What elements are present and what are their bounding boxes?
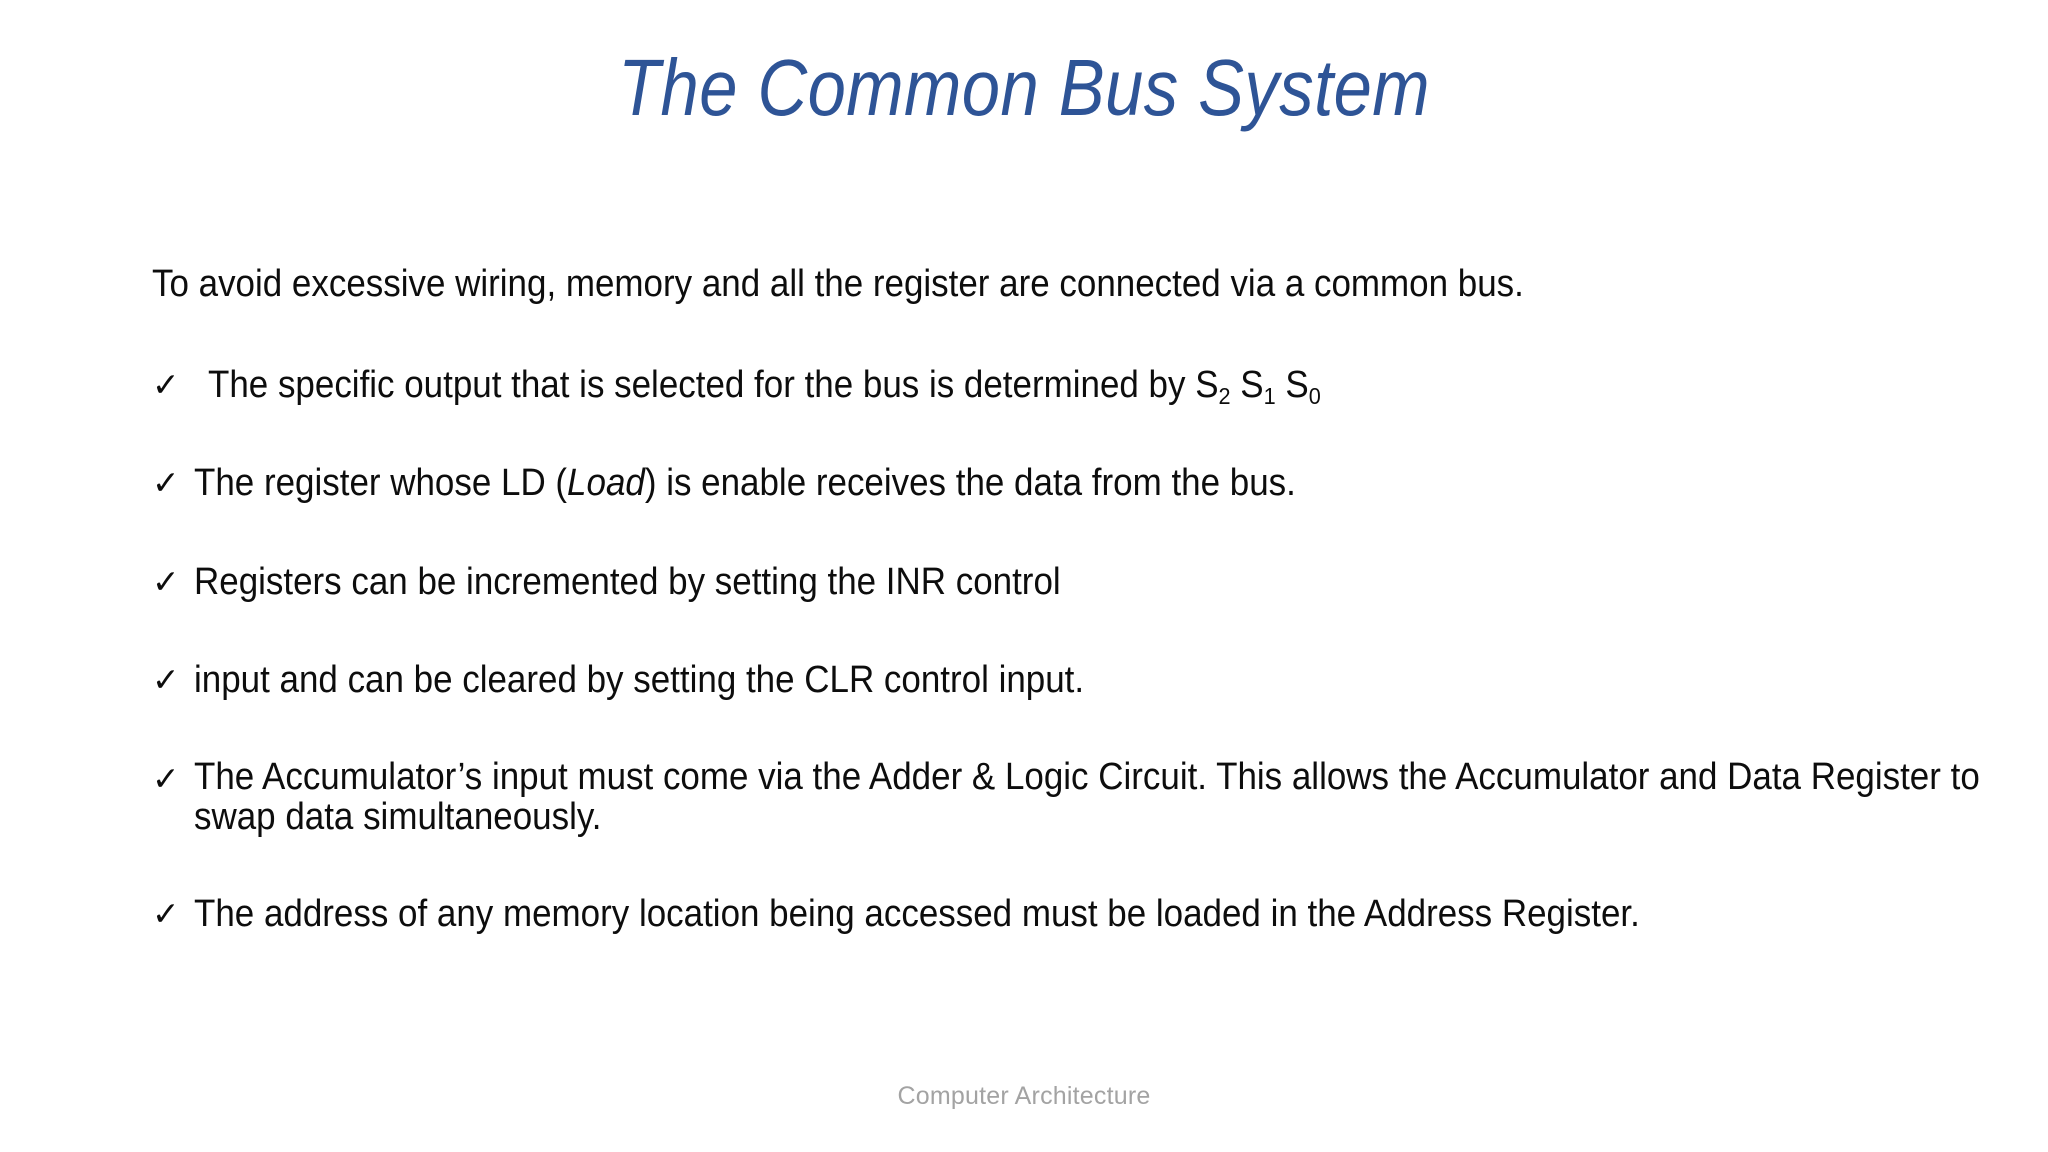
signal-s0-letter: S xyxy=(1285,363,1309,406)
list-item-text: The Accumulator’s input must come via th… xyxy=(194,755,1980,839)
signal-s2: S2 xyxy=(1195,363,1231,409)
signal-s2-letter: S xyxy=(1195,363,1219,406)
bullet-2-after-italic: ) is enable receives the data from the b… xyxy=(644,462,1296,505)
checkmark-icon: ✓ xyxy=(152,758,180,798)
signal-s2-index: 2 xyxy=(1218,382,1231,409)
list-item-text: The specific output that is selected for… xyxy=(208,363,1812,409)
checkmark-icon: ✓ xyxy=(152,364,180,404)
list-item: ✓ The specific output that is selected f… xyxy=(152,363,1952,409)
signal-s1-letter: S xyxy=(1240,363,1264,406)
list-item-text: Registers can be incremented by setting … xyxy=(194,560,1061,603)
checkmark-icon: ✓ xyxy=(152,893,180,933)
signal-s1-index: 1 xyxy=(1263,382,1276,409)
list-item: ✓ input and can be cleared by setting th… xyxy=(152,658,1952,702)
list-item: ✓ Registers can be incremented by settin… xyxy=(152,560,1952,604)
slide-footer: Computer Architecture xyxy=(897,1082,1151,1110)
list-item: ✓ The Accumulator’s input must come via … xyxy=(152,756,1980,838)
bullet-1-prefix: The specific output that is selected for… xyxy=(208,363,1196,406)
list-item-text: The address of any memory location being… xyxy=(194,892,1640,935)
page-title: The Common Bus System xyxy=(618,43,1430,132)
checkmark-icon: ✓ xyxy=(152,561,180,601)
intro-paragraph: To avoid excessive wiring, memory and al… xyxy=(152,263,1524,305)
signal-s0-index: 0 xyxy=(1308,382,1321,409)
checkmark-icon: ✓ xyxy=(152,463,180,503)
bullet-2-italic-term: Load xyxy=(567,462,645,505)
checkmark-icon: ✓ xyxy=(152,660,180,700)
list-item: ✓ The address of any memory location bei… xyxy=(152,892,1952,936)
list-item: ✓ The register whose LD (Load) is enable… xyxy=(152,461,1952,505)
bullet-2-before-italic: The register whose LD ( xyxy=(194,462,568,505)
bullet-list: ✓ The specific output that is selected f… xyxy=(152,363,1980,937)
list-item-text: The register whose LD (Load) is enable r… xyxy=(194,461,1811,505)
signal-s1: S1 xyxy=(1231,363,1276,409)
list-item-text: input and can be cleared by setting the … xyxy=(194,659,1085,702)
title-area: The Common Bus System xyxy=(0,44,2048,132)
slide-body: To avoid excessive wiring, memory and al… xyxy=(152,262,1980,937)
signal-s0: S0 xyxy=(1276,363,1321,409)
